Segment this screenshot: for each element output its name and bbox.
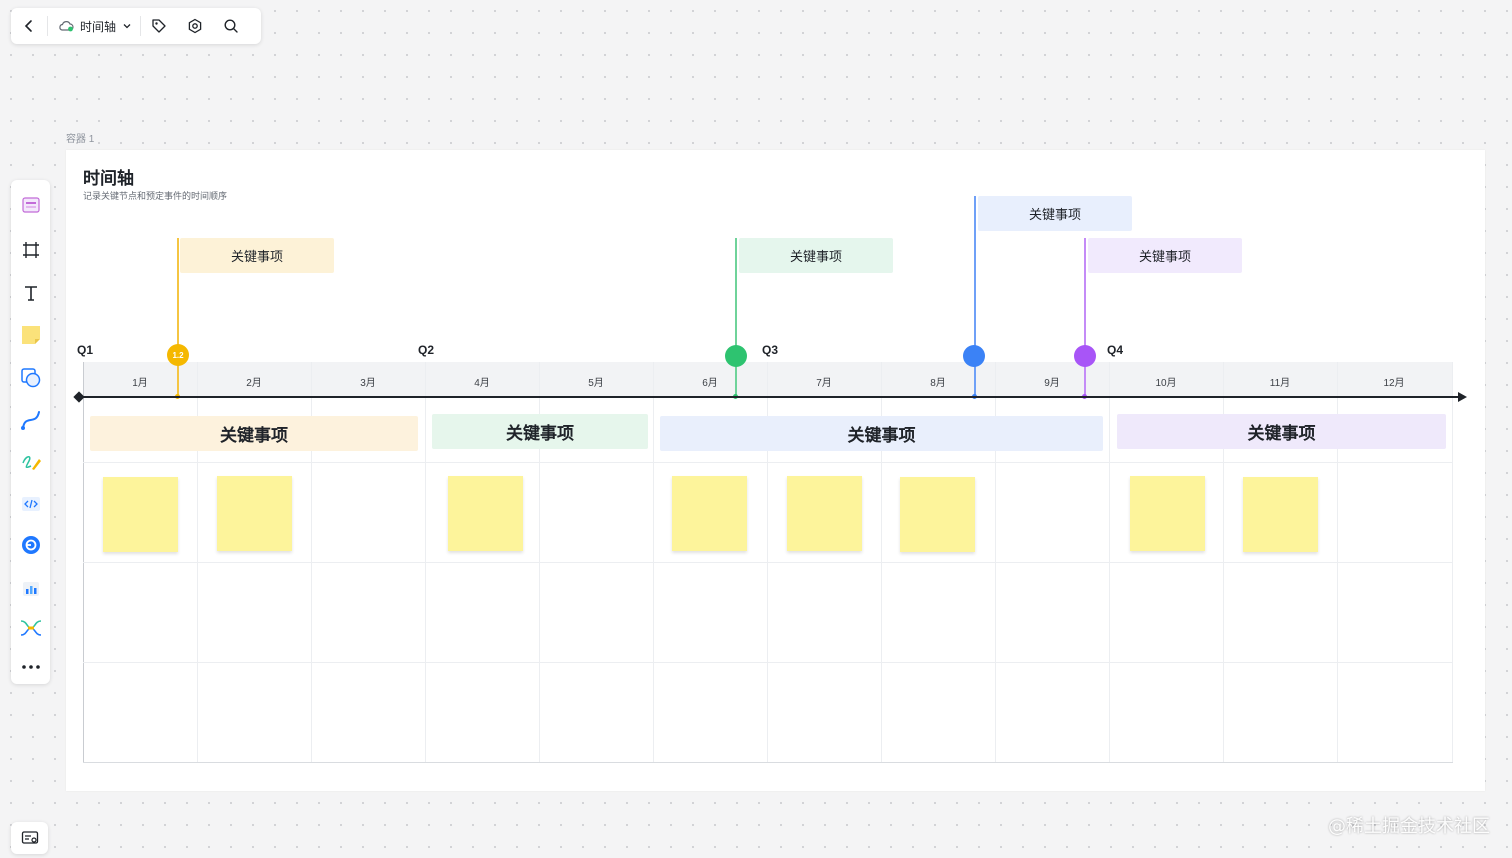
- search-icon: [224, 19, 238, 33]
- shape-icon: [20, 367, 40, 387]
- phase-band[interactable]: 关键事项: [660, 416, 1103, 451]
- milestone-marker[interactable]: [1074, 345, 1096, 367]
- sticky-note[interactable]: [217, 476, 292, 551]
- phase-band[interactable]: 关键事项: [90, 416, 418, 451]
- milestone-card[interactable]: 关键事项: [1088, 238, 1242, 273]
- frame-subtitle: 记录关键节点和预定事件的时间顺序: [83, 191, 228, 201]
- timeline-axis: [79, 396, 1462, 398]
- sticky-note[interactable]: [1130, 476, 1205, 551]
- axis-arrow-head: [1458, 392, 1467, 402]
- grid-line: [83, 662, 1453, 663]
- month-label: 10月: [1155, 378, 1177, 389]
- container-label: 容器 1: [66, 134, 95, 145]
- cloud-sync-icon: [59, 21, 74, 32]
- month-label: 4月: [474, 378, 490, 389]
- month-label: 5月: [588, 378, 604, 389]
- sticky-note[interactable]: [900, 477, 975, 552]
- chart-icon: [22, 581, 39, 596]
- milestone-flag-line: [177, 238, 179, 396]
- frame-tool[interactable]: [16, 235, 45, 264]
- more-icon: [21, 664, 40, 669]
- gear-icon: [188, 18, 202, 34]
- top-toolbar: 时间轴: [11, 8, 261, 44]
- sticky-note[interactable]: [672, 476, 747, 551]
- quarter-label: Q1: [77, 343, 94, 357]
- minimap-button[interactable]: [11, 822, 48, 854]
- milestone-card[interactable]: 关键事项: [739, 238, 893, 273]
- toolbar-divider: [47, 16, 48, 36]
- frame-icon: [22, 241, 39, 258]
- month-label: 9月: [1044, 378, 1060, 389]
- connector-icon: [20, 410, 40, 430]
- sticky-note[interactable]: [1243, 477, 1318, 552]
- mindmap-icon: [20, 619, 41, 636]
- phase-band[interactable]: 关键事项: [432, 414, 648, 449]
- tag-icon: [152, 19, 166, 33]
- month-label: 1月: [132, 378, 148, 389]
- embed-code-tool[interactable]: [16, 489, 45, 518]
- chevron-left-icon: [24, 20, 32, 32]
- grid-line: [83, 762, 1453, 763]
- month-label: 7月: [816, 378, 832, 389]
- milestone-marker[interactable]: [963, 345, 985, 367]
- month-label: 2月: [246, 378, 262, 389]
- month-label: 6月: [702, 378, 718, 389]
- document-title: 时间轴: [80, 19, 117, 34]
- settings-button[interactable]: [177, 8, 213, 44]
- pen-tool[interactable]: [16, 447, 45, 476]
- plugin-tool[interactable]: [16, 530, 45, 559]
- sticky-note-icon: [21, 325, 40, 344]
- shape-tool[interactable]: [16, 363, 45, 392]
- timeline-frame[interactable]: 时间轴 记录关键节点和预定事件的时间顺序 1月 2月 3月 4月 5月 6月 7…: [66, 150, 1485, 791]
- month-label: 8月: [930, 378, 946, 389]
- document-title-dropdown[interactable]: 时间轴: [48, 8, 140, 44]
- frame-title: 时间轴: [83, 169, 134, 188]
- mindmap-tool[interactable]: [16, 613, 45, 642]
- search-button[interactable]: [213, 8, 249, 44]
- tag-button[interactable]: [141, 8, 177, 44]
- sticky-note[interactable]: [448, 476, 523, 551]
- chart-tool[interactable]: [16, 573, 45, 602]
- pen-icon: [21, 455, 41, 470]
- more-tools-button[interactable]: [16, 652, 45, 681]
- quarter-label: Q3: [762, 343, 779, 357]
- month-label: 12月: [1383, 378, 1405, 389]
- milestone-marker[interactable]: 1.2: [167, 344, 189, 366]
- sticky-note[interactable]: [103, 477, 178, 552]
- quarter-label: Q4: [1107, 343, 1124, 357]
- chevron-down-icon: [123, 24, 131, 29]
- sticky-note[interactable]: [787, 476, 862, 551]
- milestone-flag-line: [1084, 238, 1086, 396]
- phase-band[interactable]: 关键事项: [1117, 414, 1446, 449]
- milestone-flag-line: [974, 196, 976, 396]
- quarter-label: Q2: [418, 343, 435, 357]
- toolbar-divider: [140, 16, 142, 36]
- plugin-icon: [21, 535, 40, 554]
- month-label: 3月: [360, 378, 376, 389]
- grid-line: [83, 562, 1453, 563]
- watermark: @稀土掘金技术社区: [1328, 816, 1490, 837]
- connector-tool[interactable]: [16, 405, 45, 434]
- template-tool[interactable]: [16, 190, 45, 219]
- milestone-marker[interactable]: [725, 345, 747, 367]
- milestone-card[interactable]: 关键事项: [180, 238, 334, 273]
- comment-count-badge: 1.2: [172, 350, 184, 360]
- month-label: 11月: [1269, 378, 1291, 389]
- minimap-icon: [21, 831, 38, 844]
- back-button[interactable]: [11, 8, 47, 44]
- sticky-note-tool[interactable]: [16, 320, 45, 349]
- milestone-flag-line: [735, 238, 737, 396]
- template-icon: [21, 196, 40, 213]
- text-tool[interactable]: [16, 278, 45, 307]
- text-icon: [24, 285, 37, 301]
- grid-line: [83, 462, 1453, 463]
- milestone-card[interactable]: 关键事项: [978, 196, 1132, 231]
- tool-sidebar: [11, 180, 50, 684]
- embed-code-icon: [21, 496, 40, 511]
